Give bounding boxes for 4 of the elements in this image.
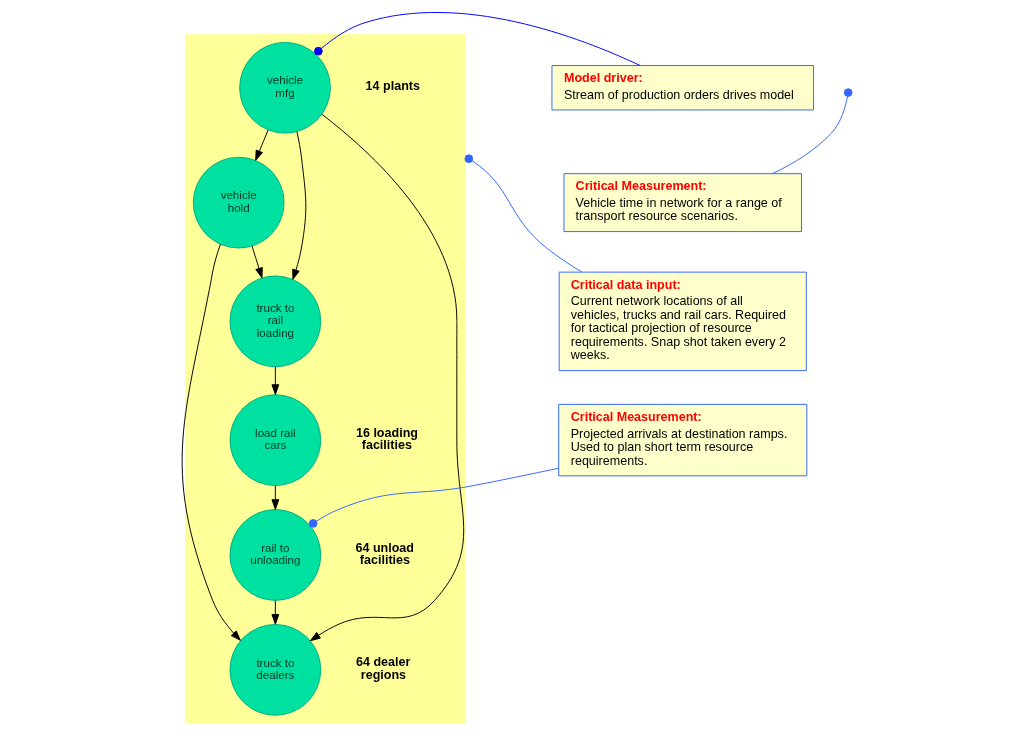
node-label: 64 unload facilities	[355, 540, 414, 568]
node-label: 64 dealer regions	[355, 655, 411, 682]
node-label: 14 plants	[365, 79, 420, 94]
node-label: 16 loading facilities	[355, 425, 418, 453]
